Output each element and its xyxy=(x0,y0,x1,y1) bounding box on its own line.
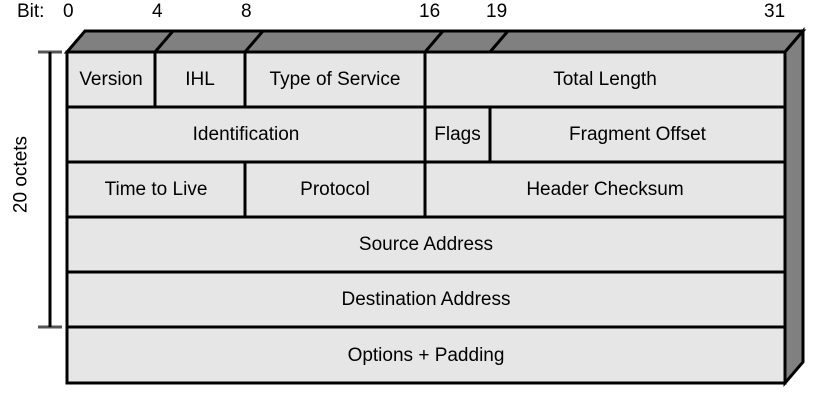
bit-tick-mark-16 xyxy=(423,30,445,53)
bit-tick-label-19: 19 xyxy=(486,1,508,22)
bit-tick-mark-4 xyxy=(153,30,175,53)
bit-tick-label-8: 8 xyxy=(241,1,252,22)
bit-tick-mark-8 xyxy=(243,30,265,53)
bit-ruler-caption: Bit: xyxy=(17,1,45,22)
octets-bracket-label: 20 octets xyxy=(10,135,32,214)
bit-tick-label-0: 0 xyxy=(63,1,74,22)
bit-tick-label-4: 4 xyxy=(152,1,163,22)
bit-tick-label-16: 16 xyxy=(419,1,441,22)
bit-tick-label-31: 31 xyxy=(764,1,786,22)
bit-tick-mark-19 xyxy=(488,30,510,53)
box-right-face xyxy=(783,26,805,388)
